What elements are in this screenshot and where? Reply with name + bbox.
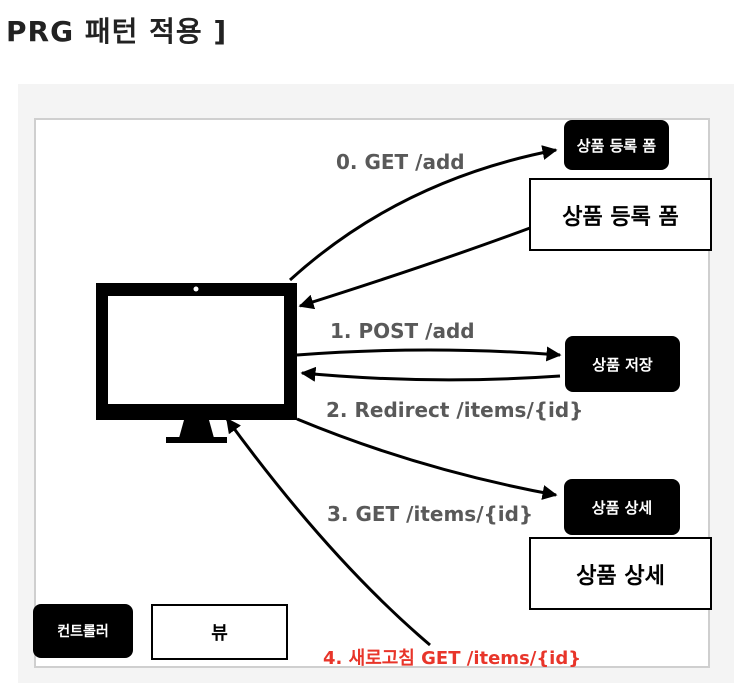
arrow-get-add bbox=[288, 145, 558, 282]
arrow-post-add bbox=[296, 346, 562, 362]
legend-controller: 컨트롤러 bbox=[33, 604, 133, 658]
detail-view-box: 상품 상세 bbox=[529, 537, 712, 610]
step-4-label: 4. 새로고침 GET /items/{id} bbox=[323, 648, 582, 669]
step-2-label: 2. Redirect /items/{id} bbox=[326, 398, 584, 422]
form-view-box: 상품 등록 폼 bbox=[529, 178, 712, 251]
detail-node-small: 상품 상세 bbox=[564, 479, 680, 535]
arrow-get-items bbox=[296, 417, 558, 500]
page-title: PRG 패턴 적용 ] bbox=[6, 15, 228, 48]
arrow-redirect bbox=[300, 366, 561, 382]
arrow-refresh bbox=[225, 417, 431, 647]
step-0-label: 0. GET /add bbox=[336, 150, 465, 174]
step-3-label: 3. GET /items/{id} bbox=[327, 502, 534, 526]
step-1-label: 1. POST /add bbox=[330, 319, 475, 343]
legend-view: 뷰 bbox=[151, 604, 288, 660]
form-node-small: 상품 등록 폼 bbox=[564, 120, 669, 170]
arrow-form-response bbox=[298, 226, 531, 310]
save-node: 상품 저장 bbox=[565, 336, 680, 392]
monitor-icon bbox=[96, 283, 297, 443]
